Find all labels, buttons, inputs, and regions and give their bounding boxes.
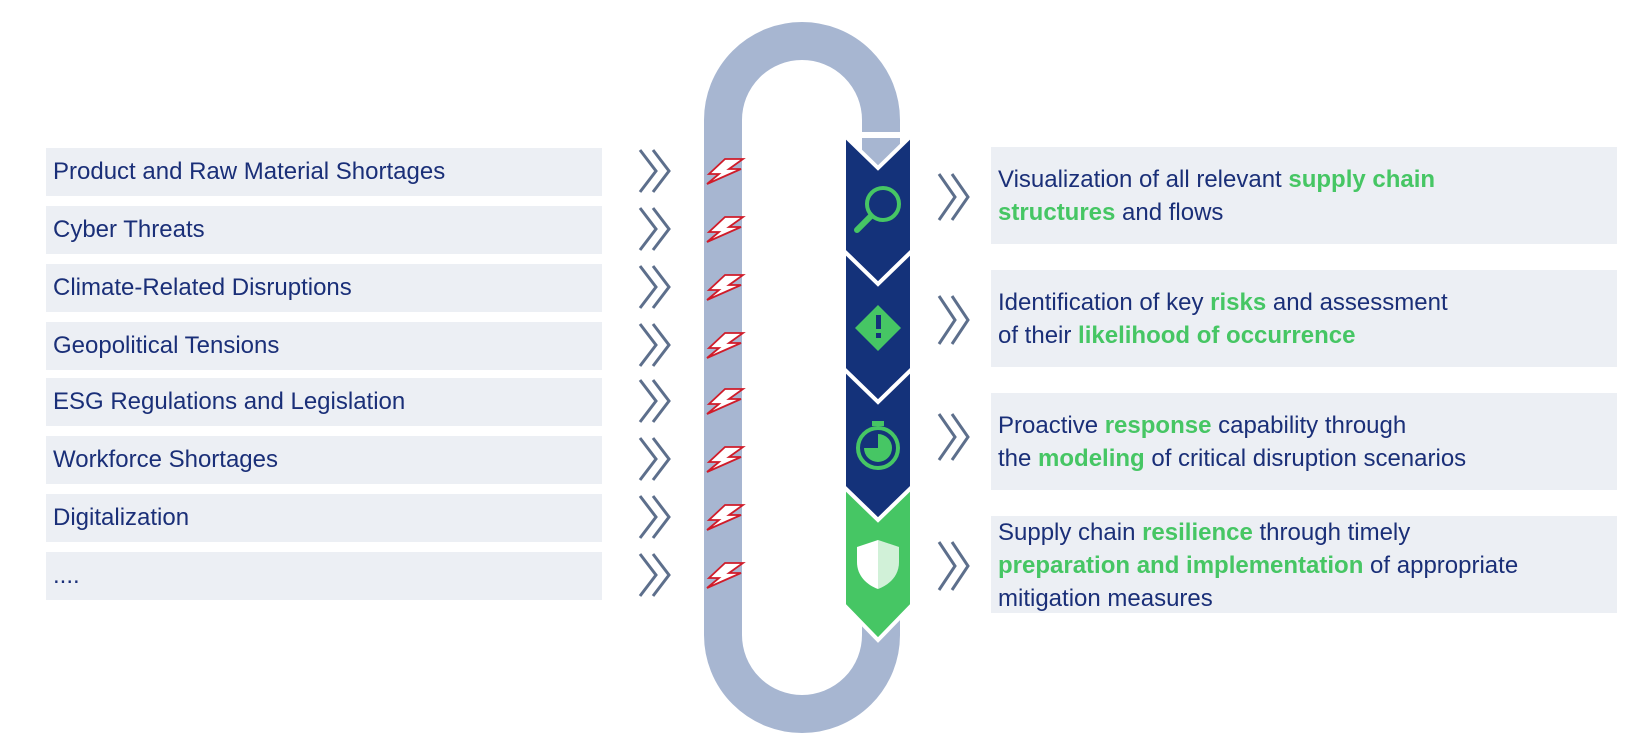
lightning-bolt-icon <box>706 332 746 359</box>
lightning-bolt-icon <box>706 446 746 473</box>
lightning-bolt-icon <box>706 388 746 415</box>
highlight-text: response <box>1104 412 1212 439</box>
double-chevron-icon <box>638 437 671 481</box>
step-description-line: Identification of key risks and assessme… <box>998 286 1611 319</box>
step-description-box: Visualization of all relevant supply cha… <box>991 147 1617 244</box>
step-description-line: the modeling of critical disruption scen… <box>998 442 1611 475</box>
lightning-bolt-icon <box>706 158 746 185</box>
double-chevron-icon <box>638 379 671 423</box>
description-text: and assessment <box>1266 289 1448 316</box>
step-description-line: of their likelihood of occurrence <box>998 319 1611 352</box>
challenge-label: Geopolitical Tensions <box>53 332 280 359</box>
description-text: the <box>998 445 1039 472</box>
description-text: Identification of key <box>998 289 1211 316</box>
challenge-label: Workforce Shortages <box>53 446 278 473</box>
step-description-line: Visualization of all relevant supply cha… <box>998 163 1611 196</box>
step-description-box: Identification of key risks and assessme… <box>991 270 1617 367</box>
description-text: Proactive <box>998 412 1105 439</box>
double-chevron-icon <box>638 207 671 251</box>
lightning-bolt-icon <box>706 562 746 589</box>
challenge-box: .... <box>46 552 602 600</box>
challenge-label: Product and Raw Material Shortages <box>53 158 446 185</box>
lightning-bolt-icon <box>706 274 746 301</box>
highlight-text: likelihood of occurrence <box>1078 322 1356 349</box>
challenge-box: ESG Regulations and Legislation <box>46 378 602 426</box>
step-description-line: Supply chain resilience through timely <box>998 516 1611 549</box>
step-description-line: structures and flows <box>998 196 1611 229</box>
double-chevron-icon <box>638 265 671 309</box>
challenge-box: Climate-Related Disruptions <box>46 264 602 312</box>
lightning-bolt-icon <box>706 216 746 243</box>
loop-gap <box>844 132 908 138</box>
double-chevron-icon <box>638 323 671 367</box>
stopwatch-icon <box>856 421 900 470</box>
challenge-label: Climate-Related Disruptions <box>53 274 352 301</box>
highlight-text: structures <box>998 199 1116 226</box>
step-description-line: Proactive response capability through <box>998 409 1611 442</box>
challenge-box: Cyber Threats <box>46 206 602 254</box>
description-text: through timely <box>1252 519 1411 546</box>
challenge-box: Product and Raw Material Shortages <box>46 148 602 196</box>
description-text: of critical disruption scenarios <box>1144 445 1467 472</box>
warning-diamond-icon <box>855 305 901 351</box>
double-chevron-icon <box>937 295 970 345</box>
description-text: mitigation measures <box>998 585 1213 612</box>
description-text: and flows <box>1115 199 1224 226</box>
step-description-line: preparation and implementation of approp… <box>998 549 1611 582</box>
loop-track <box>704 22 900 733</box>
challenge-label: Digitalization <box>53 504 190 531</box>
highlight-text: risks <box>1210 289 1267 316</box>
double-chevron-icon <box>937 541 970 591</box>
challenge-label: Cyber Threats <box>53 216 205 243</box>
description-text: capability through <box>1211 412 1407 439</box>
challenge-label: .... <box>53 562 80 589</box>
magnifier-icon <box>854 186 901 233</box>
description-text: Supply chain <box>998 519 1143 546</box>
step-description-line: mitigation measures <box>998 582 1611 613</box>
double-chevron-icon <box>638 149 671 193</box>
challenge-box: Digitalization <box>46 494 602 542</box>
shield-icon <box>857 540 899 589</box>
highlight-text: modeling <box>1038 445 1145 472</box>
lightning-bolt-icon <box>706 504 746 531</box>
double-chevron-icon <box>638 553 671 597</box>
description-text: of appropriate <box>1363 552 1519 579</box>
double-chevron-icon <box>937 413 970 461</box>
highlight-text: resilience <box>1142 519 1253 546</box>
challenge-box: Workforce Shortages <box>46 436 602 484</box>
double-chevron-icon <box>937 173 970 221</box>
highlight-text: supply chain <box>1288 166 1436 193</box>
description-text: Visualization of all relevant <box>998 166 1289 193</box>
description-text: of their <box>998 322 1079 349</box>
double-chevron-icon <box>638 495 671 539</box>
highlight-text: preparation and implementation <box>998 552 1364 579</box>
challenge-box: Geopolitical Tensions <box>46 322 602 370</box>
challenge-label: ESG Regulations and Legislation <box>53 388 406 415</box>
